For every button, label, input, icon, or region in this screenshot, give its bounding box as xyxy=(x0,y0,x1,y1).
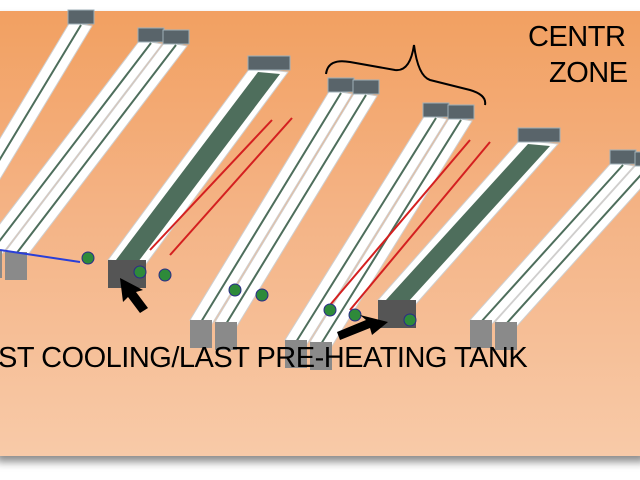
tank-head xyxy=(609,149,637,165)
tank-head xyxy=(634,151,640,167)
tank-head xyxy=(352,79,380,95)
heating-pipe xyxy=(149,119,273,251)
tank-floor xyxy=(386,144,550,302)
tank-head xyxy=(137,27,165,43)
tank-end xyxy=(470,320,492,348)
tank-rail xyxy=(295,117,437,343)
tank-head xyxy=(247,55,291,71)
tank-rail xyxy=(225,94,367,325)
tank-rail xyxy=(15,44,177,255)
arrow-up-right-icon xyxy=(337,315,388,340)
tank-head xyxy=(327,77,355,93)
tank-end xyxy=(5,252,27,280)
tank-head xyxy=(517,127,561,143)
zone-label-line1: CENTR xyxy=(528,21,626,53)
brace-icon xyxy=(325,44,487,106)
tank-floor xyxy=(116,72,280,262)
pump xyxy=(323,303,337,317)
tank-caption: ST COOLING/LAST PRE-HEATING TANK xyxy=(0,342,528,374)
heating-pipe xyxy=(169,117,293,256)
pump xyxy=(158,268,172,282)
tank-rail xyxy=(480,164,624,323)
heating-pipe xyxy=(329,139,471,306)
tank-end xyxy=(190,320,212,348)
tank-end xyxy=(285,340,307,368)
tank-rail xyxy=(0,42,152,242)
tank-rail xyxy=(0,24,82,161)
pump xyxy=(255,288,269,302)
tank-head xyxy=(67,9,95,25)
arrow-up-left-icon xyxy=(120,278,148,313)
tank-head xyxy=(162,29,190,45)
tank-end xyxy=(495,322,517,350)
tank-end xyxy=(215,322,237,350)
tank-end xyxy=(0,250,2,278)
pump xyxy=(228,283,242,297)
pump xyxy=(133,265,147,279)
pump xyxy=(403,313,417,327)
cooling-pipe xyxy=(0,249,81,263)
tank xyxy=(0,21,93,181)
tank-head xyxy=(422,102,450,118)
pump xyxy=(81,251,95,265)
tank-rail xyxy=(505,174,640,325)
heating-pipe xyxy=(349,141,491,311)
tank-head xyxy=(447,104,475,120)
pump xyxy=(348,308,362,322)
tank-end xyxy=(310,342,332,370)
tank-rail xyxy=(200,92,342,323)
zone-label-line2: ZONE xyxy=(549,57,628,89)
